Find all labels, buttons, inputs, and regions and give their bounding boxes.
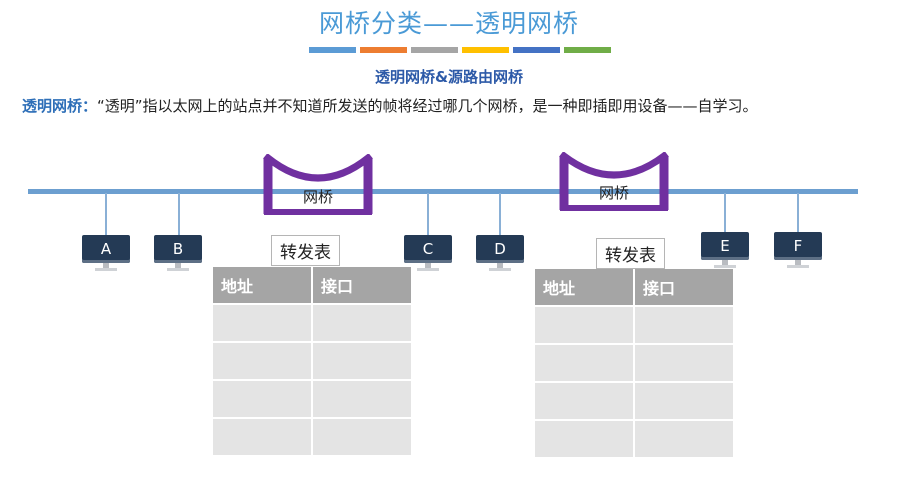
monitor-base <box>489 268 511 271</box>
column-header-address: 地址 <box>213 267 313 304</box>
table-row <box>213 417 413 455</box>
host-a-monitor-icon: A <box>82 235 130 273</box>
host-f-label: F <box>774 232 822 260</box>
host-c-label: C <box>404 235 452 263</box>
table-row <box>213 341 413 380</box>
bridge-1-icon <box>263 154 373 215</box>
host-e-monitor-icon: E <box>701 232 749 270</box>
drop-line-d <box>499 193 501 237</box>
table-row <box>535 305 735 344</box>
accent-color-bar <box>309 47 611 53</box>
accent-stripe-green <box>564 47 611 53</box>
host-b-monitor-icon: B <box>154 235 202 273</box>
host-c-monitor-icon: C <box>404 235 452 273</box>
table-cell <box>535 419 635 457</box>
accent-stripe-yellow <box>462 47 509 53</box>
table-cell <box>213 379 313 418</box>
table-cell <box>535 343 635 382</box>
column-header-interface: 接口 <box>312 267 413 304</box>
accent-stripe-gray <box>411 47 458 53</box>
table-row <box>535 343 735 382</box>
monitor-base <box>714 265 736 268</box>
table-cell <box>535 305 635 344</box>
table-cell <box>312 341 413 380</box>
drop-line-e <box>724 193 726 235</box>
forwarding-table-2-title: 转发表 <box>596 238 665 269</box>
monitor-neck <box>175 263 181 268</box>
monitor-neck <box>722 260 728 265</box>
bridge-1-label: 网桥 <box>302 188 333 206</box>
description: 透明网桥：“透明”指以太网上的站点并不知道所发送的帧将经过哪几个网桥，是一种即插… <box>22 94 882 118</box>
monitor-base <box>787 265 809 268</box>
table-row <box>535 381 735 420</box>
table-cell <box>634 343 735 382</box>
ethernet-bus-line <box>28 189 858 194</box>
accent-stripe-blue <box>309 47 356 53</box>
table-cell <box>213 303 313 342</box>
table-row <box>213 379 413 418</box>
host-a-label: A <box>82 235 130 263</box>
host-b-label: B <box>154 235 202 263</box>
forwarding-table-2: 地址 接口 <box>535 269 735 457</box>
table-cell <box>634 419 735 457</box>
bridge-2-label: 网桥 <box>598 184 629 202</box>
monitor-neck <box>103 263 109 268</box>
drop-line-c <box>427 193 429 237</box>
table-cell <box>634 381 735 420</box>
description-text: “透明”指以太网上的站点并不知道所发送的帧将经过哪几个网桥，是一种即插即用设备—… <box>97 97 758 115</box>
table-row <box>213 303 413 342</box>
page-title: 网桥分类——透明网桥 <box>318 9 579 38</box>
table-header-row: 地址 接口 <box>535 269 735 306</box>
monitor-base <box>167 268 189 271</box>
table-cell <box>312 303 413 342</box>
forwarding-table-1-title: 转发表 <box>271 235 340 266</box>
monitor-neck <box>795 260 801 265</box>
table-cell <box>312 417 413 455</box>
column-header-interface: 接口 <box>634 269 735 306</box>
table-cell <box>535 381 635 420</box>
description-term: 透明网桥： <box>22 97 98 115</box>
host-d-monitor-icon: D <box>476 235 524 273</box>
host-d-label: D <box>476 235 524 263</box>
column-header-address: 地址 <box>535 269 635 306</box>
forwarding-table-1: 地址 接口 <box>213 267 413 455</box>
host-f-monitor-icon: F <box>774 232 822 270</box>
subtitle: 透明网桥&源路由网桥 <box>374 68 524 86</box>
table-cell <box>213 417 313 455</box>
table-cell <box>634 305 735 344</box>
table-cell <box>213 341 313 380</box>
monitor-neck <box>425 263 431 268</box>
table-cell <box>312 379 413 418</box>
monitor-base <box>417 268 439 271</box>
host-e-label: E <box>701 232 749 260</box>
monitor-base <box>95 268 117 271</box>
monitor-neck <box>497 263 503 268</box>
table-header-row: 地址 接口 <box>213 267 413 304</box>
bridge-2-icon <box>559 152 669 211</box>
drop-line-a <box>105 193 107 237</box>
drop-line-f <box>797 193 799 235</box>
accent-stripe-orange <box>360 47 407 53</box>
drop-line-b <box>178 193 180 237</box>
table-row <box>535 419 735 457</box>
accent-stripe-darkblue <box>513 47 560 53</box>
